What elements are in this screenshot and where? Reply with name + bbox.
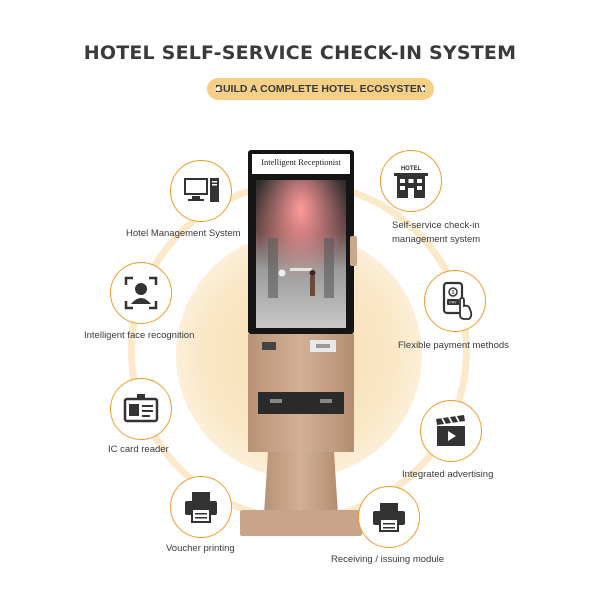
clapperboard-icon bbox=[436, 415, 465, 446]
receiving-label: Receiving / issuing module bbox=[331, 554, 445, 565]
id-card-icon bbox=[123, 394, 159, 423]
advertising-label: Integrated advertising bbox=[402, 469, 494, 480]
dot-icon bbox=[421, 87, 425, 91]
computer-icon bbox=[184, 178, 219, 202]
pay-sign-text: PAY bbox=[449, 300, 457, 305]
receiving-circle bbox=[358, 486, 420, 548]
selfservice-label: Self-service check-in management system bbox=[392, 219, 480, 247]
kiosk-header-panel bbox=[252, 154, 350, 174]
payment-circle: $ PAY bbox=[424, 270, 486, 332]
kiosk-illustration bbox=[240, 150, 362, 536]
ic-circle bbox=[110, 378, 172, 440]
card-dispenser-icon bbox=[373, 503, 405, 532]
selfservice-label-line1: Self-service check-in bbox=[392, 220, 480, 231]
card-slot-panel bbox=[258, 392, 344, 414]
page-title: HOTEL SELF-SERVICE CHECK-IN SYSTEM bbox=[83, 42, 517, 64]
selfservice-label-line2: management system bbox=[392, 234, 481, 245]
payment-label: Flexible payment methods bbox=[398, 340, 509, 351]
kiosk-screen-header: Intelligent Receptionist bbox=[261, 157, 341, 167]
printer-icon bbox=[185, 492, 217, 523]
face-label: Intelligent face recognition bbox=[84, 330, 195, 341]
face-recognition-icon bbox=[124, 276, 158, 310]
subtitle-badge: BUILD A COMPLETE HOTEL ECOSYSTEM bbox=[207, 78, 434, 100]
dot-icon bbox=[216, 87, 220, 91]
side-scanner bbox=[350, 236, 357, 266]
ic-label: IC card reader bbox=[108, 444, 169, 455]
hotel-sign-text: HOTEL bbox=[401, 166, 422, 172]
hms-label: Hotel Management System bbox=[126, 228, 241, 239]
svg-text:$: $ bbox=[452, 290, 455, 296]
kiosk-base bbox=[240, 510, 362, 536]
voucher-label: Voucher printing bbox=[166, 543, 235, 554]
face-circle bbox=[110, 262, 172, 324]
mobile-payment-icon: $ PAY bbox=[442, 281, 473, 320]
advertising-circle bbox=[420, 400, 482, 462]
voucher-circle bbox=[170, 476, 232, 538]
hotel-icon: HOTEL bbox=[394, 166, 428, 198]
subtitle-text: BUILD A COMPLETE HOTEL ECOSYSTEM bbox=[215, 83, 426, 95]
selfservice-circle: HOTEL bbox=[380, 150, 442, 212]
camera-slot bbox=[262, 342, 276, 350]
hms-circle bbox=[170, 160, 232, 222]
kiosk-stand bbox=[264, 452, 338, 514]
